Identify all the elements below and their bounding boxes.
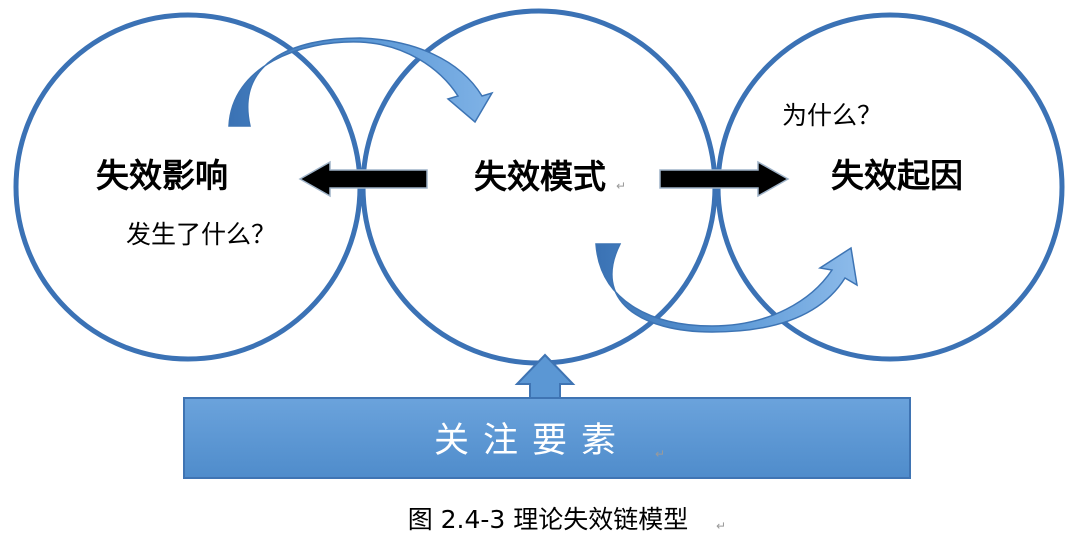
mode-paragraph-mark: ↵ [616,179,626,193]
right-black-arrow [659,160,790,198]
upper-curved-arrow [228,37,494,127]
lower-curved-arrow [595,243,858,333]
mode-label: 失效模式 [474,157,606,196]
caption-paragraph-mark: ↵ [716,519,726,533]
cause-label: 失效起因 [831,156,963,195]
focus-elements-box [183,397,911,479]
figure-caption: 图 2.4-3 理论失效链模型 [408,505,689,534]
why-question: 为什么？ [782,101,882,130]
what-happened-question: 发生了什么？ [126,220,276,249]
effect-label: 失效影响 [96,156,228,195]
box-paragraph-mark: ↵ [655,447,665,461]
up-focus-arrow [514,353,576,401]
left-black-arrow [298,160,428,198]
focus-elements-label: 关注要素 [434,421,630,461]
